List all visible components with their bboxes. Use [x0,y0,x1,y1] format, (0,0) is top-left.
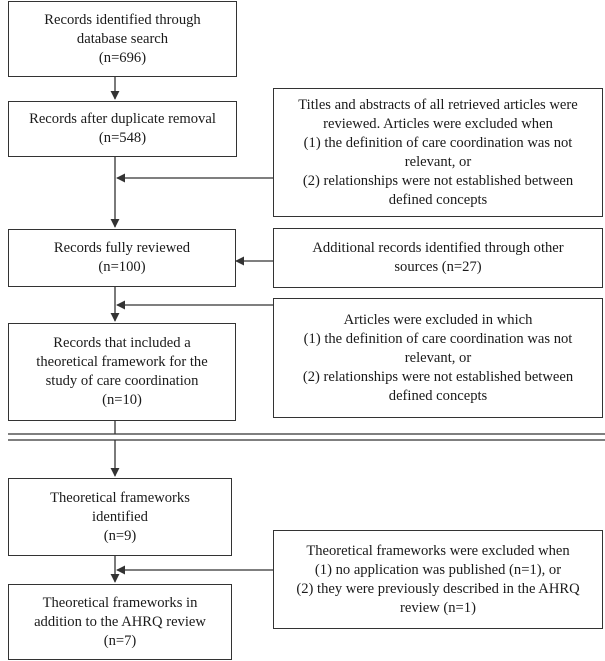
box-text-line: theoretical framework for the [36,354,208,370]
box-text-line: defined concepts [388,387,488,404]
box-text-line: (n=696) [98,49,147,66]
box-text-line: (2) they were previously described in th… [296,580,580,597]
box-text-line: addition to the AHRQ review [34,613,206,630]
box-text-line: sources (n=27) [394,259,482,275]
flow-box-fully-reviewed: Records fully reviewed (n=100) [8,229,236,287]
box-text-line: Articles were excluded in which [343,311,533,328]
box-text-line: (1) no application was published (n=1), … [314,561,562,578]
side-box-fulltext-exclusion: Articles were excluded in which (1) the … [273,298,603,418]
box-text-line: (2) relationships were not established b… [302,368,574,385]
box-text-line: reviewed. Articles were excluded when [323,115,553,132]
box-text-line: identified [92,508,148,525]
box-text-line: Additional records identified through ot… [312,240,564,256]
box-text-line: Records that included a [53,335,191,351]
box-text-line: (1) the definition of care coordination … [303,134,573,151]
box-text-line: study of care coordination [45,373,199,389]
box-text-line: relevant, or [404,349,472,366]
box-text-line: (n=548) [98,130,147,146]
box-text-line: Theoretical frameworks [50,489,190,506]
flow-box-frameworks-addition: Theoretical frameworks in addition to th… [8,584,232,660]
box-text-line: defined concepts [388,191,488,208]
flow-box-after-duplicates: Records after duplicate removal (n=548) [8,101,237,157]
flow-box-frameworks-identified: Theoretical frameworks identified (n=9) [8,478,232,556]
box-text-line: Theoretical frameworks in [42,594,198,611]
box-text-line: Records fully reviewed [53,240,191,256]
flow-box-identified: Records identified through database sear… [8,1,237,77]
box-text-line: (n=9) [103,527,137,544]
box-text-line: relevant, or [404,153,472,170]
box-text-line: (2) relationships were not established b… [302,172,574,189]
flow-box-theoretical-included: Records that included a theoretical fram… [8,323,236,421]
box-text-line: (n=100) [98,259,146,275]
box-text-line: Theoretical frameworks were excluded whe… [306,542,570,559]
side-box-framework-exclusion: Theoretical frameworks were excluded whe… [273,530,603,629]
box-text-line: database search [76,30,169,47]
box-text-line: (1) the definition of care coordination … [303,330,573,347]
box-text-line: review (n=1) [400,599,476,616]
box-text-line: Records after duplicate removal [29,111,216,127]
box-text-line: (n=10) [102,392,142,408]
box-text-line: Titles and abstracts of all retrieved ar… [298,96,578,113]
side-box-title-abstract-exclusion: Titles and abstracts of all retrieved ar… [273,88,603,217]
box-text-line: Records identified through [44,11,201,28]
box-text-line: (n=7) [103,632,137,649]
side-box-additional-records: Additional records identified through ot… [273,228,603,288]
